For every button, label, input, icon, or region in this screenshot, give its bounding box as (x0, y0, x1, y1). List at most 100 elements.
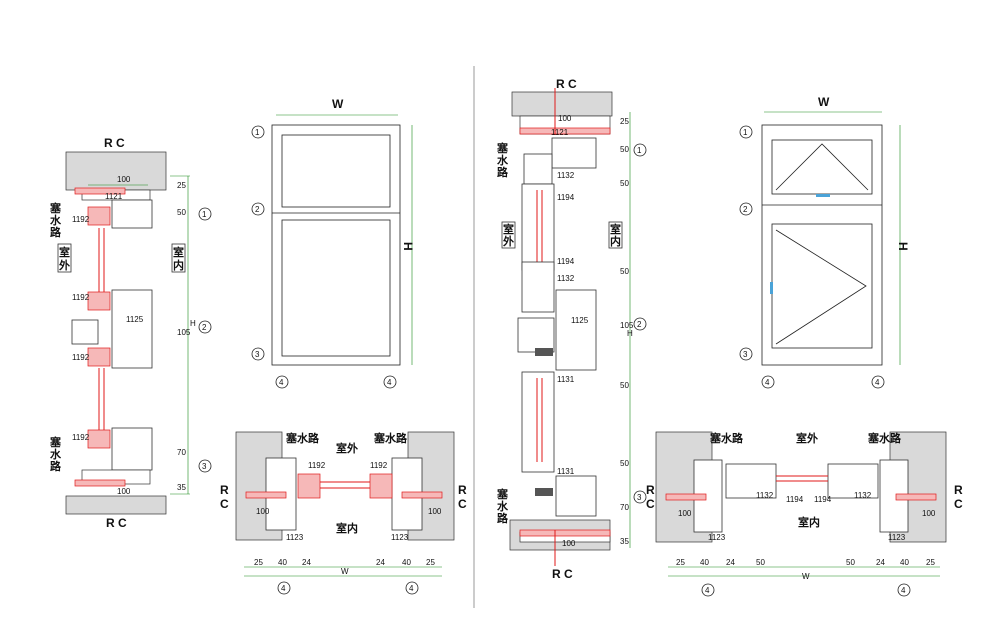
rh-50-b: 50 (846, 558, 855, 567)
r-bottom-100: 100 (562, 539, 576, 548)
rh-c-right: C (954, 497, 963, 511)
marker-2 (198, 320, 212, 334)
shitsu-outdoor-label: 室 (59, 245, 70, 259)
anchor-bottom (74, 479, 126, 487)
rh-40-b: 40 (900, 558, 909, 567)
rh-marker-4a-label: 4 (705, 586, 710, 595)
h-24-b: 24 (376, 558, 385, 567)
rh-40-a: 40 (700, 558, 709, 567)
elev-lower-pane (281, 219, 391, 357)
r-top-frame (551, 137, 597, 169)
elev-marker-2-label: 2 (255, 205, 260, 214)
r-1132-a: 1132 (557, 171, 575, 180)
rh-1123-b: 1123 (888, 533, 906, 542)
r-nai: 内 (610, 234, 621, 248)
r-sui-b: 水 (497, 499, 509, 513)
h-marker-4a (277, 581, 291, 595)
r-dim-50-d: 50 (620, 381, 629, 390)
shitsu-indoor-label: 室 (173, 245, 184, 259)
r-marker-1-label: 1 (637, 146, 642, 155)
dim-h-left: H (190, 319, 196, 328)
r-1131-a: 1131 (557, 375, 575, 384)
sash-bottom (87, 429, 111, 449)
r-elev-marker-3 (739, 347, 753, 361)
h-r-right: R (458, 483, 467, 497)
r-shitsu-in: 室 (610, 222, 621, 236)
nai-label: 内 (173, 258, 184, 272)
r-ro-a: 路 (497, 165, 509, 179)
r-1121: 1121 (551, 128, 569, 137)
rh-c-left: C (646, 497, 655, 511)
r-sai-a: 塞 (496, 141, 509, 155)
sui-label: 水 (50, 213, 62, 227)
rh-1132-a: 1132 (756, 491, 774, 500)
rh-w-label: W (802, 572, 810, 581)
r-dim-h: H (627, 329, 633, 338)
rh-25-a: 25 (676, 558, 685, 567)
r-lower-sash (521, 371, 555, 473)
rh-anchor-left (665, 493, 707, 501)
transom-lip (71, 319, 99, 345)
marker-1 (198, 207, 212, 221)
r-elev-marker-3-label: 3 (743, 350, 748, 359)
elev-marker-4a (275, 375, 289, 389)
r-elev-h: H (896, 242, 910, 251)
r-dim-50-e: 50 (620, 459, 629, 468)
gai-label: 外 (58, 258, 70, 272)
dim-105: 105 (177, 328, 191, 337)
outdoor-box (57, 243, 72, 273)
r-dim-25: 25 (620, 117, 629, 126)
bottom-wall (65, 495, 167, 515)
r-indoor-box (608, 221, 623, 249)
left-elevation: W H 1 2 3 4 4 (251, 97, 415, 389)
h-c-left: C (220, 497, 229, 511)
h-100-right: 100 (428, 507, 442, 516)
r-bottom-anchor (519, 529, 611, 537)
h-marker-4a-label: 4 (281, 584, 286, 593)
r-top-anchor (519, 127, 611, 135)
r-marker-3-label: 3 (637, 493, 642, 502)
h-1192-a: 1192 (308, 461, 326, 470)
r-gai: 外 (502, 234, 514, 248)
rh-sai-right: 塞水路 (867, 431, 902, 445)
r-shitsu-out: 室 (503, 222, 514, 236)
rh-1132-b: 1132 (854, 491, 872, 500)
sui-label-b: 水 (50, 447, 62, 461)
r-ro-b: 路 (497, 511, 509, 525)
elev-marker-3-label: 3 (255, 350, 260, 359)
r-dim-35: 35 (620, 537, 629, 546)
h-sai-right: 塞水路 (373, 431, 408, 445)
r-rc-bottom: R C (552, 567, 573, 581)
elev-marker-4a-label: 4 (279, 378, 284, 387)
r-elev-bottom-sash (771, 223, 873, 349)
h-marker-4b (405, 581, 419, 595)
frame-bottom-profile (111, 427, 153, 471)
elev-marker-1 (251, 125, 265, 139)
elev-marker-4b-label: 4 (387, 378, 392, 387)
r-elev-marker-2 (739, 202, 753, 216)
right-vertical-section: R C 100 1121 塞 水 路 1132 1194 室 外 室 内 119… (496, 77, 647, 581)
part-1192-label: 1192 (72, 215, 90, 224)
h-1123-a: 1123 (286, 533, 304, 542)
elev-frame (271, 124, 401, 366)
elev-upper-pane (281, 134, 391, 208)
part-1125-label: 1125 (126, 315, 144, 324)
r-dim-105: 105 (620, 321, 634, 330)
r-top-wall (511, 91, 613, 117)
r-transom-lip (517, 317, 555, 353)
sai-label: 塞 (49, 201, 62, 215)
rh-24-b: 24 (876, 558, 885, 567)
r-transom-sash (521, 261, 555, 313)
r-marker-2 (633, 317, 647, 331)
rh-1123-a: 1123 (708, 533, 726, 542)
r-marker-2-label: 2 (637, 320, 642, 329)
h-sai-left: 塞水路 (285, 431, 320, 445)
r-elev-marker-4b (871, 375, 885, 389)
ro-label-b: 路 (50, 459, 62, 473)
h-outdoor: 室外 (336, 441, 358, 455)
h-1192-b: 1192 (370, 461, 388, 470)
h-w-label: W (341, 567, 349, 576)
r-elev-w: W (818, 95, 830, 109)
r-sai-b: 塞 (496, 487, 509, 501)
